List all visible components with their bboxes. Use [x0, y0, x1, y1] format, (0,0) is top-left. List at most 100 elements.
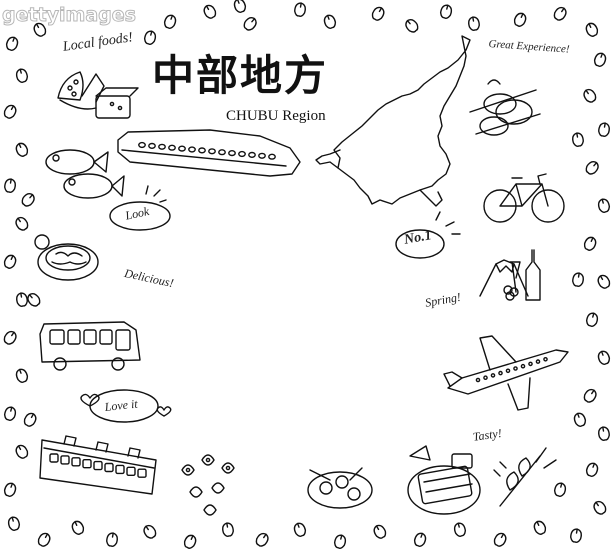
sakura-petal-icon: [255, 532, 269, 547]
sakura-petal-icon: [572, 272, 584, 287]
sakura-petal-icon: [598, 426, 610, 441]
grilled-skewer-icon: [493, 447, 557, 507]
sakura-petal-icon: [597, 198, 611, 213]
sakura-petal-icon: [585, 462, 599, 477]
sakura-petal-icon: [233, 0, 247, 13]
sakura-petal-icon: [16, 292, 28, 307]
sakura-petal-icon: [453, 522, 467, 537]
sakura-petal-icon: [183, 534, 197, 549]
sakura-petal-icon: [468, 16, 480, 31]
train-window: [178, 145, 186, 152]
tram-window: [115, 464, 125, 475]
tram-window: [49, 453, 59, 463]
train-window: [188, 146, 196, 153]
sakura-petal-icon: [553, 482, 567, 497]
sakura-petal-icon: [243, 17, 257, 31]
sakura-petal-icon: [585, 312, 599, 327]
sakura-petal-icon: [5, 36, 19, 51]
sakura-petal-icon: [27, 293, 41, 307]
sakura-petal-icon: [106, 532, 118, 547]
sakura-petal-icon: [3, 330, 17, 345]
sakura-petal-icon: [3, 482, 17, 497]
sakura-petal-icon: [222, 522, 234, 537]
sakura-petal-icon: [3, 104, 17, 119]
plane-window: [490, 373, 496, 378]
train-window: [218, 149, 226, 156]
tram-window: [93, 460, 103, 471]
sakura-petal-icon: [15, 368, 29, 383]
sakura-petal-icon: [413, 532, 427, 547]
sakura-petal-icon: [513, 12, 527, 27]
sakura-petal-icon: [33, 22, 47, 37]
sakura-petal-icon: [37, 532, 51, 547]
train-window: [198, 147, 206, 154]
mount-fuji-wine-icon: [479, 249, 541, 301]
tram-window: [126, 466, 136, 476]
sakura-petal-icon: [583, 88, 597, 103]
sakura-petal-icon: [143, 30, 157, 45]
sakura-petal-icon: [23, 412, 37, 427]
train-window: [158, 143, 166, 150]
sakura-petal-icon: [163, 14, 177, 29]
love-it-speech-bubble: [80, 389, 172, 423]
sakura-petal-icon: [7, 516, 21, 531]
sakura-petal-icon: [593, 52, 607, 67]
sakura-petal-icon: [585, 161, 599, 175]
sakura-petal-icon: [71, 520, 85, 535]
sakura-petal-icon: [373, 524, 387, 539]
tram-window: [137, 468, 147, 478]
hot-pot-icon: [34, 234, 99, 281]
tram-window: [71, 457, 81, 467]
sakura-petal-icon: [15, 68, 29, 83]
sakura-petal-icon: [323, 14, 337, 29]
tram-window: [60, 455, 70, 465]
sakura-petal-icon: [371, 6, 385, 21]
plane-window: [513, 366, 518, 371]
train-window: [248, 151, 256, 159]
tram-icon: [39, 435, 157, 495]
no1-speech-bubble: [395, 211, 461, 259]
train-window: [228, 150, 236, 157]
sakura-petal-icon: [585, 22, 599, 37]
region-title-japanese: 中部地方: [152, 51, 329, 100]
sakura-petal-icon: [3, 254, 17, 269]
train-window: [208, 148, 216, 155]
region-title-english: CHUBU Region: [226, 108, 326, 124]
sakura-petal-icon: [21, 193, 35, 207]
train-window: [258, 152, 266, 159]
sushi-icon: [407, 445, 481, 515]
airplane-icon: [443, 335, 569, 411]
sakura-petal-icon: [203, 4, 217, 19]
plane-window: [475, 377, 481, 383]
sakura-petal-icon: [405, 19, 419, 33]
plane-window: [505, 368, 511, 374]
sakura-petal-icon: [583, 388, 597, 403]
plane-window: [520, 363, 526, 369]
plane-window: [498, 370, 503, 376]
rice-ear-and-box-icon: [57, 71, 139, 119]
sakura-petal-icon: [439, 4, 453, 19]
train-window: [268, 153, 276, 160]
plane-window: [535, 359, 541, 364]
bicycle-icon: [483, 173, 565, 223]
train-window: [238, 150, 246, 158]
plane-window: [528, 361, 533, 367]
sakura-petal-icon: [293, 522, 307, 537]
chubu-map-icon: [315, 35, 471, 207]
fish-icon: [45, 149, 125, 199]
watermark: gettyimages: [2, 4, 137, 27]
bus-icon: [39, 321, 141, 371]
plane-window: [483, 375, 488, 381]
sakura-petal-icon: [333, 534, 347, 549]
flowers-icon: [181, 454, 235, 516]
train-window: [148, 142, 156, 150]
sakura-petal-icon: [294, 2, 306, 17]
sakura-petal-icon: [553, 6, 567, 21]
bullet-train-icon: [117, 129, 301, 177]
train-window: [138, 141, 146, 149]
pudding-bowls-icon: [469, 79, 541, 136]
tram-window: [82, 459, 92, 469]
